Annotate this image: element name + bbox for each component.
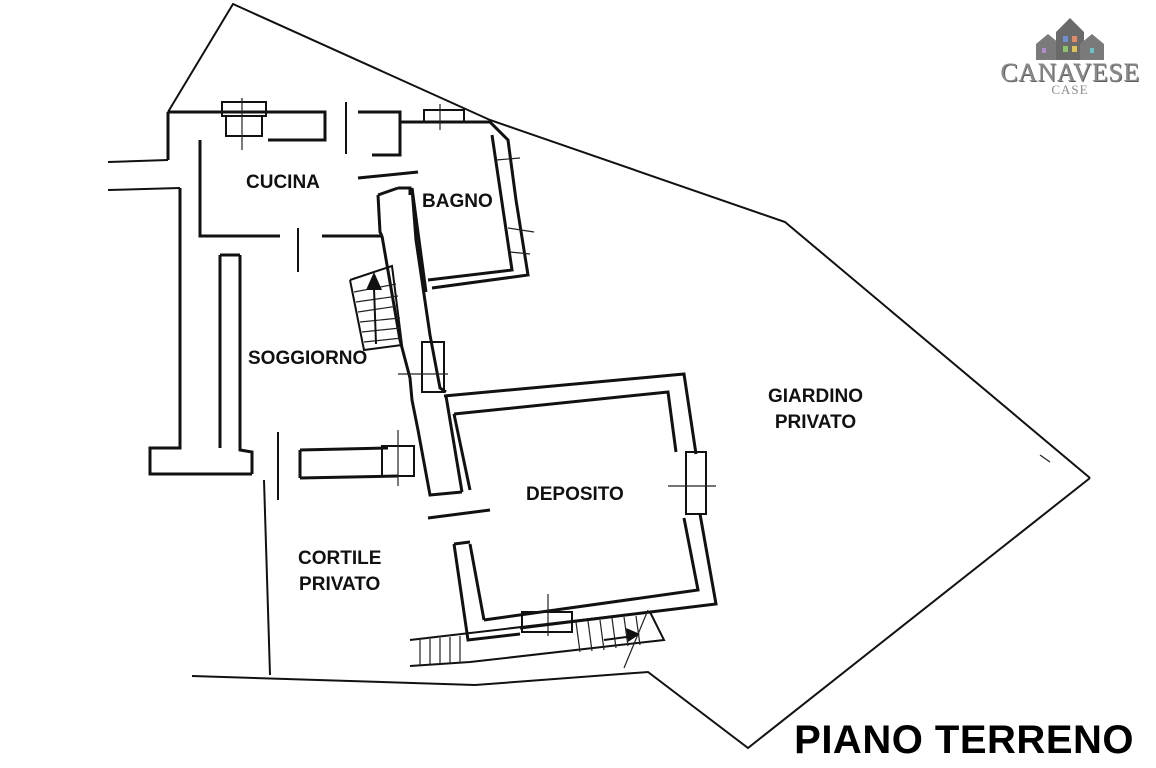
logo-text-sub: CASE (1051, 82, 1089, 97)
stair-arrow-icon (366, 272, 382, 290)
cortile-line-1: CORTILE (298, 548, 382, 569)
logo-text-main: CANAVESE (1000, 58, 1140, 87)
property-boundary (107, 2, 1091, 750)
room-label-deposito: DEPOSITO (526, 484, 624, 505)
giardino-line-1: GIARDINO (768, 386, 863, 407)
house-logo-icon (1036, 18, 1104, 60)
internal-stair (349, 264, 404, 352)
room-label-soggiorno: SOGGIORNO (248, 348, 368, 369)
giardino-line-2: PRIVATO (774, 412, 857, 433)
window-marks (221, 98, 716, 636)
house-walls (148, 102, 530, 676)
room-label-cucina: CUCINA (246, 172, 320, 193)
cortile-line-2: PRIVATO (299, 574, 381, 595)
external-stair (409, 609, 666, 669)
room-label-bagno: BAGNO (422, 191, 493, 212)
room-label-cortile: CORTILE PRIVATO (298, 546, 381, 598)
plan-title: PIANO TERRENO (794, 718, 1134, 762)
agency-logo: CANAVESE CASE (996, 14, 1144, 100)
room-label-giardino: GIARDINO PRIVATO (768, 384, 863, 436)
